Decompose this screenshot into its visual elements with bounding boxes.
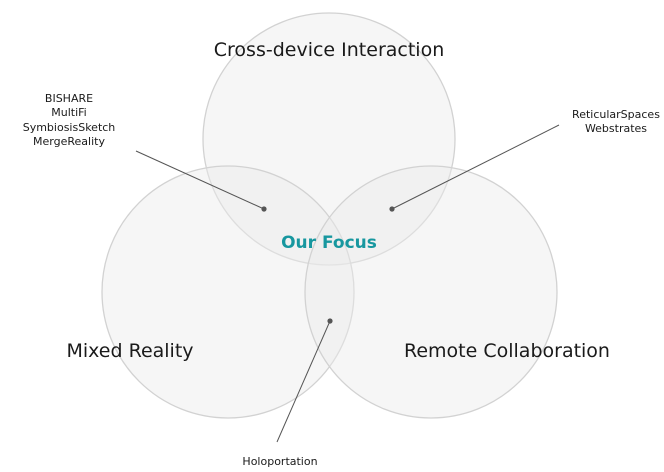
annotation-item: MultiFi [51,106,86,119]
leader-dot-bottom [327,318,333,324]
leader-dot-top-right [389,206,395,212]
label-mixed-reality: Mixed Reality [66,340,193,362]
annotation-item: Holoportation [242,455,317,468]
annotation-item: Webstrates [585,122,647,135]
label-cross-device: Cross-device Interaction [214,39,444,61]
leader-line-top-right [391,124,560,210]
circle-mixed-reality [101,165,355,419]
annotation-item: MergeReality [33,135,105,148]
annotation-top-left: BISHARE MultiFi SymbiosisSketch MergeRea… [23,92,116,148]
circle-remote-collaboration [304,165,558,419]
annotation-item: BISHARE [45,92,93,105]
focus-label: Our Focus [281,233,377,253]
leader-line-bottom [276,320,331,443]
label-remote-collaboration: Remote Collaboration [404,340,610,362]
annotation-top-right: ReticularSpaces Webstrates [572,108,660,135]
annotation-bottom: Holoportation [242,455,317,468]
annotation-item: ReticularSpaces [572,108,660,121]
leader-line-top-left [135,150,265,210]
annotation-item: SymbiosisSketch [23,121,116,134]
leader-dot-top-left [261,206,267,212]
circle-cross-device [202,12,456,266]
